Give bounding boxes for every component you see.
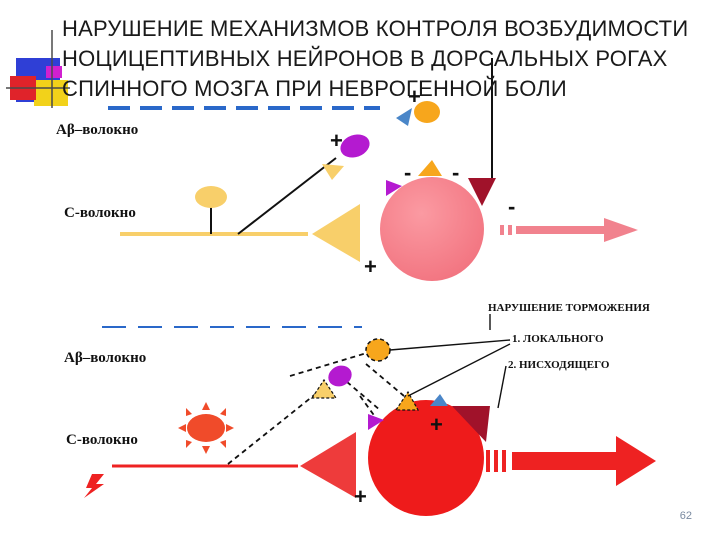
page-number: 62 (679, 510, 692, 522)
a-beta-fiber-top-label: Aβ–волокно (56, 122, 139, 138)
synapse-purple-triangle-top (386, 180, 402, 196)
slide-title-line-3: СПИННОГО МОЗГА ПРИ НЕВРОГЕННОЙ БОЛИ (62, 76, 567, 101)
plus-sign-descending-top: + (408, 84, 421, 109)
c-fiber-top-terminal-triangle (312, 204, 360, 262)
descending-orange-cell-top (414, 101, 440, 123)
c-fiber-top-interneuron (195, 186, 227, 234)
c-fiber-bottom-terminal-triangle (300, 432, 356, 498)
synapse-darkred-triangle-top (468, 178, 496, 206)
output-arrow-top (500, 218, 638, 242)
slide-title: НАРУШЕНИЕ МЕХАНИЗМОВ КОНТРОЛЯ ВОЗБУДИМОС… (62, 14, 712, 104)
descending-blue-triangle-top (396, 108, 412, 126)
dorsal-horn-neuron-bottom (368, 400, 484, 516)
plus-sign-c-fiber-top: + (364, 254, 377, 279)
a-beta-top-interneuron (340, 134, 370, 158)
a-beta-fiber-bottom-label: Aβ–волокно (64, 350, 147, 366)
synapse-purple-triangle-bottom (368, 414, 384, 430)
inhibition-impairment-label: НАРУШЕНИЕ ТОРМОЖЕНИЯ (488, 302, 650, 314)
a-beta-top-yellow-triangle (322, 164, 344, 180)
callout-lines (389, 314, 511, 409)
minus-sign-darkred-top: - (508, 194, 516, 219)
minus-sign-orange-top: - (452, 160, 460, 185)
a-beta-bottom-purple-cell (328, 365, 352, 387)
deco-magenta-square (46, 66, 62, 78)
local-orange-triangle-bottom (394, 390, 420, 411)
plus-sign-a-beta-top: + (330, 128, 343, 153)
local-inhibition-label: 1. ЛОКАЛЬНОГО (512, 333, 604, 345)
a-beta-bottom-yellow-triangle (310, 378, 338, 399)
lightning-bolt-icon (84, 474, 104, 498)
descending-darkred-triangle-bottom (452, 406, 490, 442)
descending-blue-triangle-bottom (430, 394, 448, 406)
corner-decoration (6, 30, 70, 108)
slide-title-line-1: НАРУШЕНИЕ МЕХАНИЗМОВ КОНТРОЛЯ ВОЗБУДИМОС… (62, 16, 689, 41)
plus-sign-bottom-neuron: + (430, 412, 443, 437)
c-fiber-bottom-label: С-волокно (66, 432, 138, 448)
minus-sign-purple-top: - (404, 160, 412, 185)
local-orange-cell-bottom (365, 338, 391, 362)
deco-yellow-square (34, 80, 68, 106)
descending-inhibition-label: 2. НИСХОДЯЩЕГО (508, 359, 610, 371)
synapse-orange-triangle-top (418, 160, 442, 176)
output-arrow-bottom (486, 436, 656, 486)
plus-sign-c-fiber-bottom: + (354, 484, 367, 509)
c-fiber-top-label: С-волокно (64, 205, 136, 221)
slide-title-line-2: НОЦИЦЕПТИВНЫХ НЕЙРОНОВ В ДОРСАЛЬНЫХ РОГА… (62, 46, 668, 71)
connector-purple-to-c-fiber (237, 157, 337, 235)
bottom-dashed-connectors (227, 351, 405, 465)
dorsal-horn-neuron-top (380, 177, 484, 281)
pain-stimulus-sun-icon (178, 402, 234, 454)
